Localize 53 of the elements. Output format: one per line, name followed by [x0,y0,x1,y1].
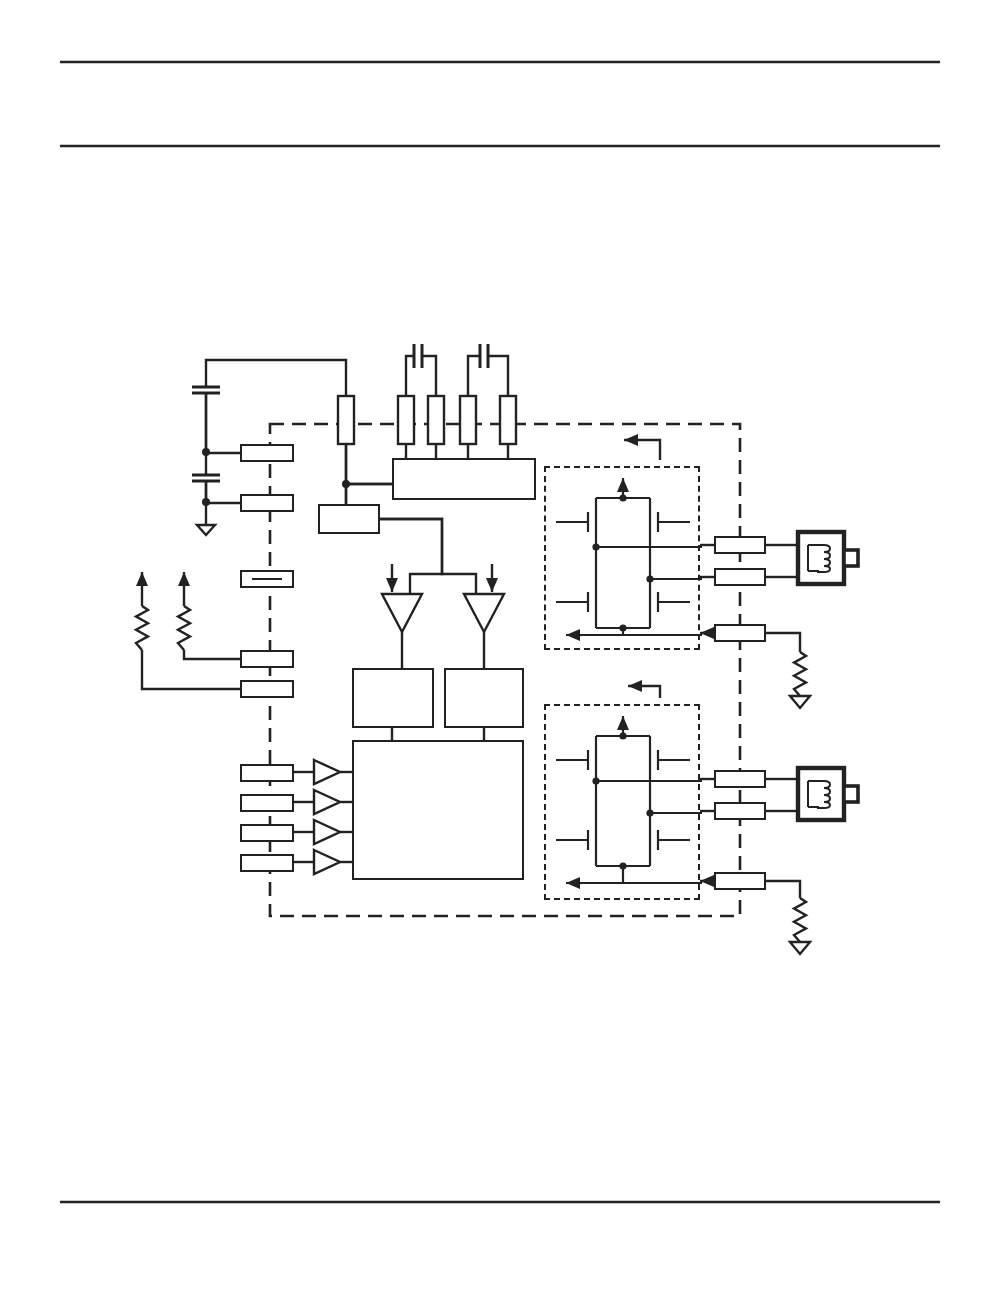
wire [340,770,352,774]
wire [700,777,714,781]
wire [766,777,796,781]
wire [700,809,714,813]
h-bridge-region [544,704,700,900]
wire [482,632,486,668]
pin-terminal [714,624,766,642]
regulator-block [318,504,380,534]
wire [182,650,240,661]
wire [400,632,404,668]
wire [140,650,240,691]
pin-terminal [714,802,766,820]
wire [700,875,714,887]
wire [700,627,714,639]
pin-terminal [714,568,766,586]
wire [340,830,352,834]
wire [344,482,392,504]
wire [380,517,478,594]
wire [204,358,348,396]
pin-terminal [714,872,766,890]
arrow [136,572,148,606]
wire [482,728,486,740]
pin-terminal [240,444,294,462]
wire [340,860,352,864]
logic-block [352,740,524,880]
pin-terminal [240,494,294,512]
dac-block [392,458,536,500]
wire [294,830,314,834]
wire [204,482,208,524]
function-block [352,668,434,728]
h-bridge-region [544,466,700,650]
arrow [178,572,190,606]
wire [700,575,714,579]
wire [766,575,796,579]
wire [294,860,314,864]
wire [294,800,314,804]
pin-terminal [714,770,766,788]
wire [340,800,352,804]
pin-terminal [240,793,294,811]
pin-terminal [240,763,294,781]
wire [390,728,394,740]
wire [766,543,796,547]
function-block [444,668,524,728]
wire [204,394,240,455]
pin-terminal [240,570,294,588]
wire [700,543,714,547]
pin-terminal [240,650,294,668]
wire [294,770,314,774]
pin-terminal [714,536,766,554]
wire [766,809,796,813]
pin-terminal [240,823,294,841]
pin-terminal [240,853,294,871]
pin-terminal [240,680,294,698]
